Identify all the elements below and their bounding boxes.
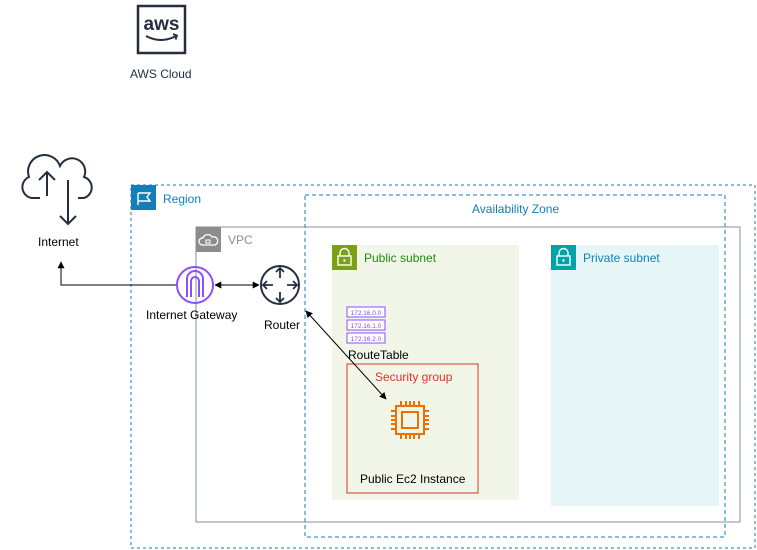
vpc-boundary[interactable] (195, 226, 741, 523)
region-flag-icon (131, 185, 156, 210)
availability-zone-label: Availability Zone (472, 202, 560, 216)
security-group-boundary[interactable] (346, 363, 479, 494)
internet-gateway-icon[interactable] (176, 266, 214, 304)
internet-gateway-label: Internet Gateway (146, 308, 238, 322)
route-table-icon[interactable]: 172.16.0.0 172.16.1.0 172.16.2.0 (346, 306, 386, 344)
public-subnet-label: Public subnet (364, 251, 437, 265)
aws-logo-icon: aws (136, 4, 187, 55)
route-entry-1: 172.16.1.0 (351, 323, 382, 330)
private-subnet-lock-icon (551, 245, 576, 270)
gateway-to-internet-connector[interactable] (57, 261, 176, 286)
security-group-label: Security group (375, 370, 453, 384)
svg-text:aws: aws (144, 14, 180, 35)
router-label: Router (264, 318, 301, 332)
vpc-label: VPC (228, 233, 253, 247)
internet-cloud-icon (21, 154, 93, 226)
ec2-instance-icon[interactable] (391, 401, 429, 439)
route-entry-0: 172.16.0.0 (351, 310, 382, 317)
router-icon[interactable] (260, 265, 300, 305)
availability-zone-boundary[interactable] (304, 194, 726, 538)
internet-label: Internet (38, 235, 79, 249)
ec2-instance-label: Public Ec2 Instance (360, 472, 466, 486)
aws-cloud-label: AWS Cloud (130, 67, 192, 81)
private-subnet-area[interactable] (551, 245, 719, 506)
route-table-label: RouteTable (348, 348, 409, 362)
region-label: Region (163, 192, 202, 206)
public-subnet-lock-icon (332, 245, 357, 270)
region-boundary[interactable] (130, 184, 756, 549)
router-ec2-connector[interactable] (305, 310, 387, 400)
route-entry-2: 172.16.2.0 (351, 336, 382, 343)
private-subnet-label: Private subnet (583, 251, 660, 265)
vpc-cloud-icon (196, 227, 221, 252)
